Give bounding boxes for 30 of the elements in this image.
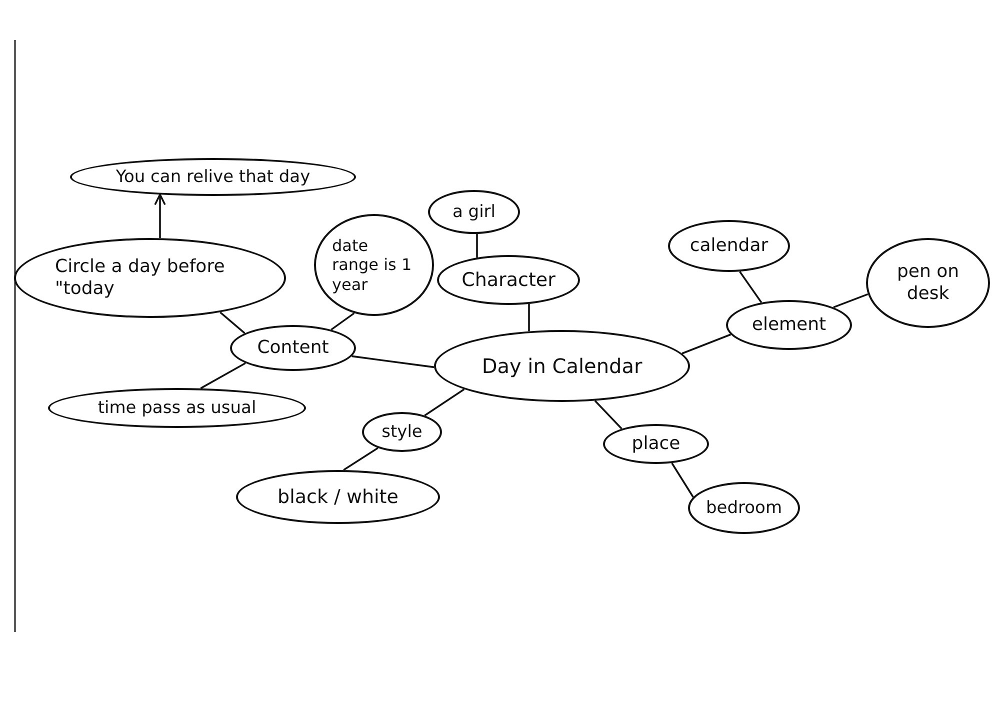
connector-line (682, 334, 732, 354)
topic-label: date range is 1 year (332, 236, 413, 294)
connector-line (833, 293, 868, 308)
topic-label: time pass as usual (98, 398, 256, 418)
topic-label: Content (257, 337, 329, 359)
arrow (154, 194, 166, 238)
connector-line (594, 400, 622, 430)
topic-bubble (688, 482, 800, 534)
central-topic-label: Day in Calendar (482, 354, 642, 378)
connector-line (424, 388, 465, 416)
connector-line (200, 362, 246, 390)
topic-bubble (437, 255, 580, 305)
topic-label: element (752, 314, 826, 336)
connector-line (528, 304, 530, 332)
topic-label: place (632, 433, 680, 455)
topic-label: Character (462, 268, 556, 292)
topic-label: calendar (690, 235, 768, 257)
connector-line (220, 312, 246, 334)
topic-label: bedroom (706, 498, 782, 518)
connector-line (476, 234, 478, 258)
topic-label: black / white (278, 486, 398, 508)
topic-label: You can relive that day (116, 166, 310, 188)
connector-line (343, 447, 378, 471)
topic-label: style (382, 422, 422, 442)
topic-label: Circle a day before "today (55, 256, 226, 300)
topic-label: a girl (452, 202, 496, 222)
connector-line (671, 462, 694, 498)
connector-line (330, 312, 355, 330)
topic-label: pen on desk (896, 261, 960, 305)
connector-line (352, 355, 434, 368)
